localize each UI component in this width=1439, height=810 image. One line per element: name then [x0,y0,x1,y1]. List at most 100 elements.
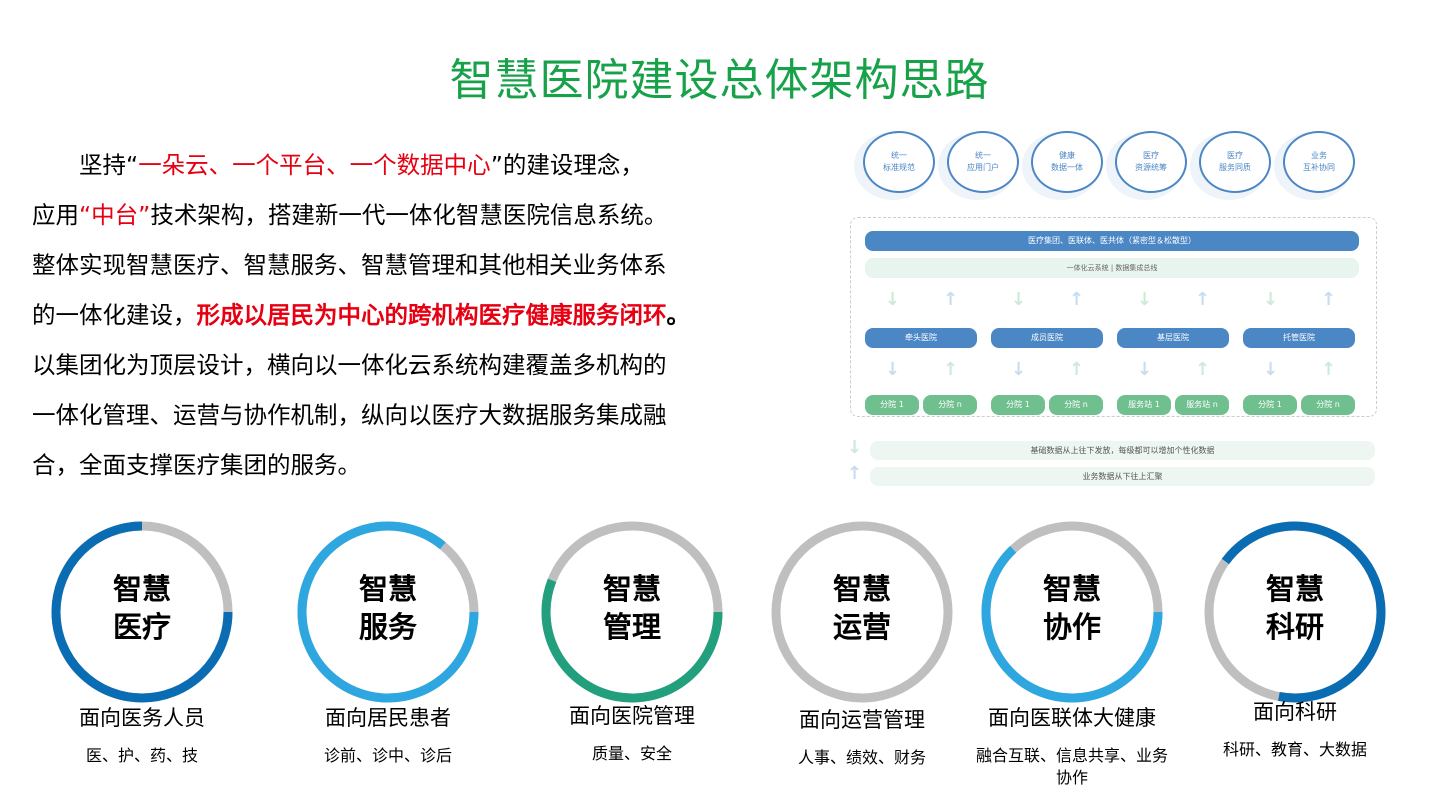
ring-label-line: 智慧 [832,572,891,606]
down-arrow-icon: ↓ [1137,359,1153,380]
down-arrow-icon: ↓ [1137,289,1153,310]
text: 整体实现智慧医疗、智慧服务、智慧管理和其他相关业务体系 [32,251,667,279]
ring-label-line: 科研 [1265,610,1324,644]
ring-subtitle: 医、护、药、技 [85,746,198,765]
branch-node: 服务站 n [1175,395,1229,415]
up-flow-bar: 业务数据从下往上汇聚 [870,467,1375,486]
ring-label-line: 医疗 [112,610,171,644]
branch-node: 服务站 1 [1117,395,1171,415]
circle-line: 健康 [1059,151,1075,160]
ring-title: 面向运营管理 [799,708,925,732]
text: 以集团化为顶层设计，横向以一体化云系统构建覆盖多机构的 [32,351,667,379]
ring-title: 面向医务人员 [79,706,205,730]
ring-label-line: 智慧 [112,572,171,606]
highlight-text: “中台” [79,201,151,229]
ring-label-line: 智慧 [1265,572,1324,606]
circle-line: 标准规范 [883,163,915,172]
ring-subtitle: 人事、绩效、财务 [797,748,926,767]
hospital-node: 基层医院 [1117,328,1229,348]
progress-ring [51,521,233,703]
ring-progress-arc [51,521,233,703]
progress-ring [1204,521,1386,703]
top-circle: 医疗资源统筹 [1115,131,1187,193]
top-circle: 统一标准规范 [863,131,935,193]
ring-track [771,521,953,703]
circle-line: 数据一体 [1051,163,1083,172]
down-arrow-icon: ↓ [1011,359,1027,380]
up-arrow-icon: ↑ [1195,289,1211,310]
ring-label-line: 智慧 [602,572,661,606]
progress-ring [981,521,1163,703]
group-bar: 医疗集团、医联体、医共体（紧密型＆松散型） [865,231,1359,251]
dashed-container [850,217,1377,417]
text: 一体化管理、运营与协作机制，纵向以医疗大数据服务集成融 [32,401,667,429]
text: ”的建设理念， [490,151,644,179]
up-arrow-icon: ↑ [943,359,959,380]
ring-subtitle: 诊前、诊中、诊后 [323,746,452,765]
description-paragraph: 坚持“一朵云、一个平台、一个数据中心”的建设理念， 应用“中台”技术架构，搭建新… [32,140,802,490]
ring-subtitle: 融合互联、信息共享、业务协作 [975,746,1168,787]
branch-node: 分院 1 [991,395,1045,415]
text: 合，全面支撑医疗集团的服务。 [32,451,361,479]
down-arrow-icon: ↓ [1011,289,1027,310]
circle-line: 统一 [891,151,907,160]
down-arrow-icon: ↓ [1263,359,1279,380]
ring-progress-arc [1221,521,1386,703]
top-circle: 医疗服务同质 [1199,131,1271,193]
text: 。 [666,301,691,329]
branch-node: 分院 1 [865,395,919,415]
ring-label: 智慧医疗 [82,570,202,646]
ring-progress-arc [297,521,479,703]
branch-node: 分院 n [1301,395,1355,415]
text: 应用 [32,201,79,229]
circle-line: 资源统筹 [1135,163,1167,172]
ring-title: 面向医院管理 [569,704,695,728]
circle-line: 业务 [1311,151,1327,160]
circle-line: 应用门户 [967,163,999,172]
branch-node: 分院 n [923,395,977,415]
ring-label: 智慧科研 [1235,570,1355,646]
ring-label-line: 智慧 [1042,572,1101,606]
platform-bar: 一体化云系统 | 数据集成总线 [865,258,1359,278]
circle-line: 医疗 [1227,151,1243,160]
circle-line: 医疗 [1143,151,1159,160]
up-arrow-icon: ↑ [1069,289,1085,310]
ring-progress-arc [541,578,723,703]
hospital-node: 托管医院 [1243,328,1355,348]
highlight-text: 一朵云、一个平台、一个数据中心 [138,151,491,179]
circle-line: 互补协同 [1303,163,1335,172]
up-arrow-icon: ↑ [943,289,959,310]
up-arrow-icon: ↑ [847,463,863,484]
progress-ring [771,521,953,703]
up-arrow-icon: ↑ [1069,359,1085,380]
progress-ring [297,521,479,703]
ring-title: 面向科研 [1253,700,1337,724]
down-arrow-icon: ↓ [1263,289,1279,310]
hospital-node: 牵头医院 [865,328,977,348]
hospital-node: 成员医院 [991,328,1103,348]
down-arrow-icon: ↓ [885,289,901,310]
highlight-text: 形成以居民为中心的跨机构医疗健康服务闭环 [196,301,667,329]
ring-title: 面向医联体大健康 [988,706,1156,730]
up-arrow-icon: ↑ [1195,359,1211,380]
down-flow-bar: 基础数据从上往下发放，每级都可以增加个性化数据 [870,441,1375,460]
top-circle: 统一应用门户 [947,131,1019,193]
platform-item: 一体化云系统 | 数据集成总线 [1066,264,1158,272]
down-arrow-icon: ↓ [885,359,901,380]
top-circle: 健康数据一体 [1031,131,1103,193]
page-title: 智慧医院建设总体架构思路 [449,55,990,106]
up-arrow-icon: ↑ [1321,289,1337,310]
ring-label-line: 协作 [1042,610,1101,644]
circle-line: 统一 [975,151,991,160]
text: 的一体化建设， [32,301,197,329]
progress-ring [541,521,723,703]
branch-node: 分院 n [1049,395,1103,415]
down-arrow-icon: ↓ [847,437,863,458]
up-arrow-icon: ↑ [1321,359,1337,380]
ring-progress-arc [981,546,1163,703]
text: 技术架构，搭建新一代一体化智慧医院信息系统。 [150,201,668,229]
ring-label: 智慧管理 [572,570,692,646]
ring-label-line: 服务 [358,610,417,644]
ring-label: 智慧运营 [802,570,922,646]
ring-title: 面向居民患者 [325,706,451,730]
